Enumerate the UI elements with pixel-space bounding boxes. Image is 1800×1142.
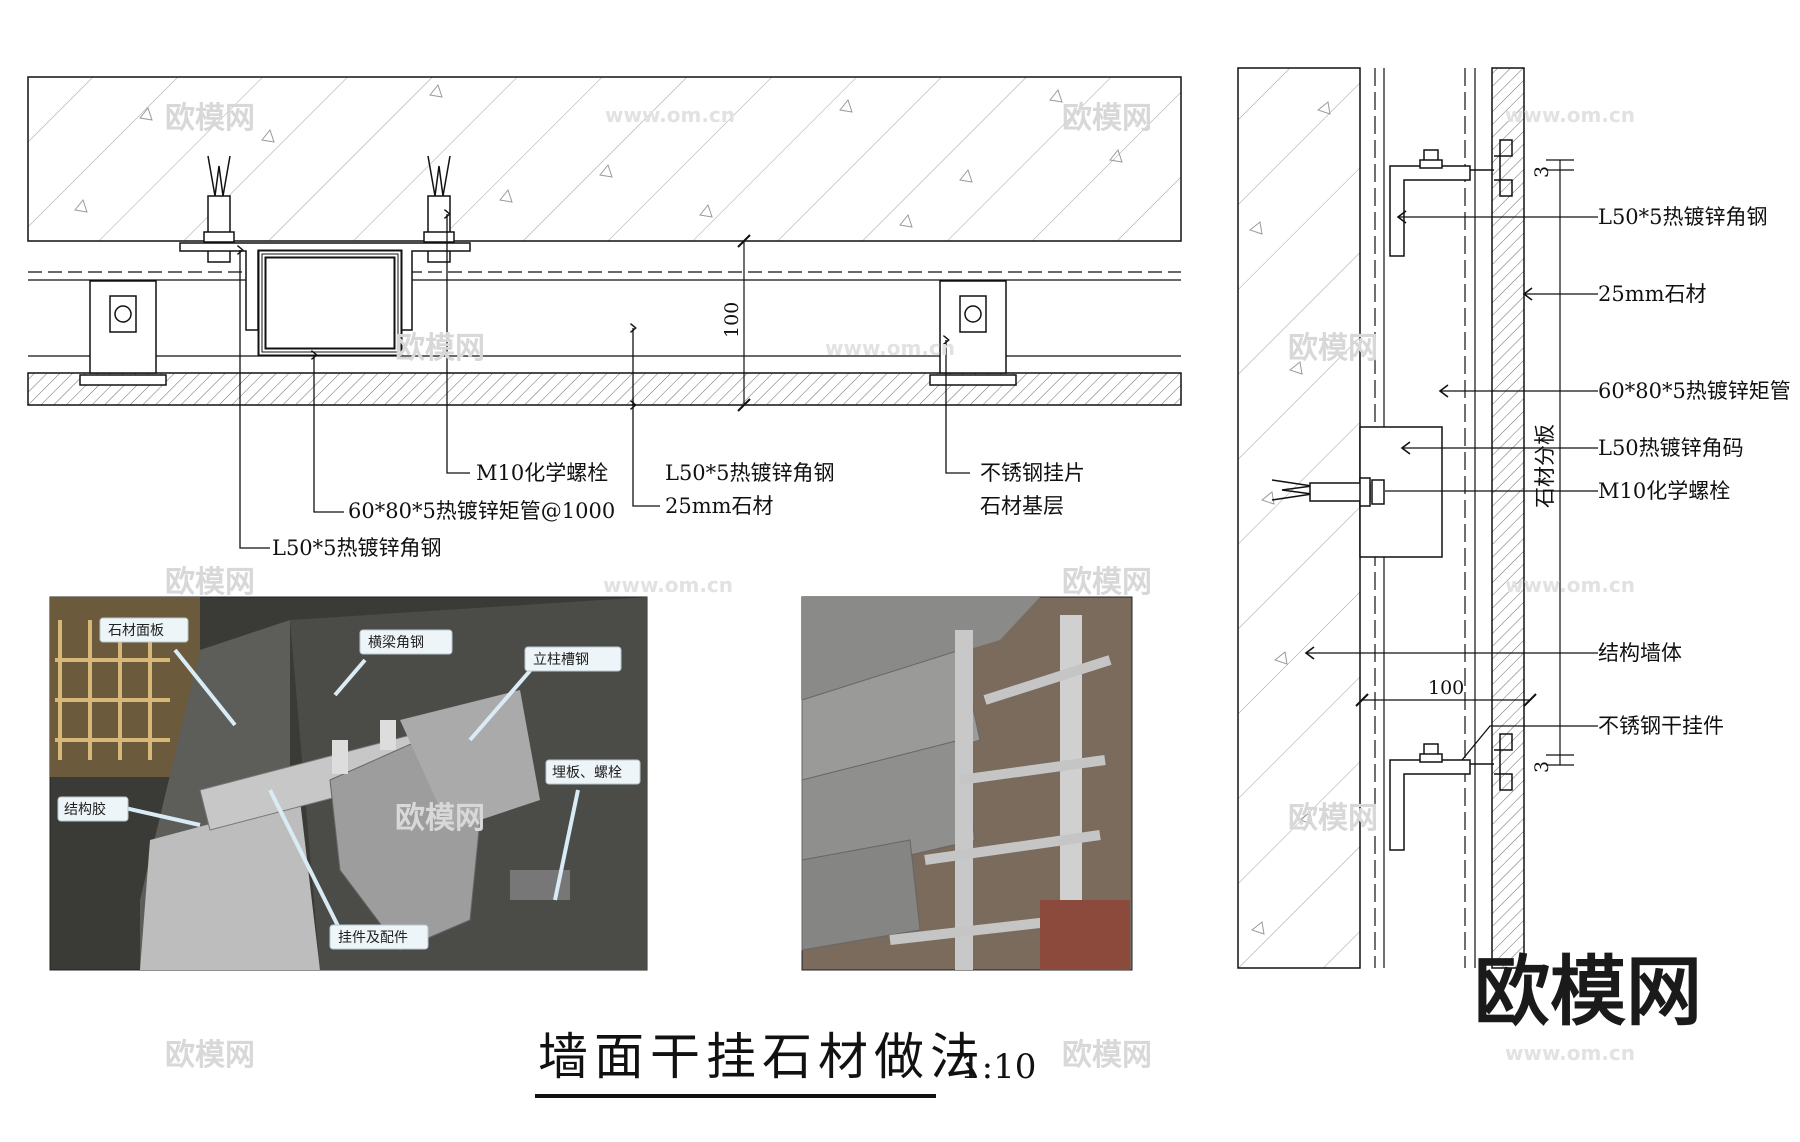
- anchor-bolt-left: [203, 155, 235, 263]
- plan-label-angle-mid: L50*5热镀锌角钢: [665, 461, 835, 485]
- svg-text:www.om.cn: www.om.cn: [1505, 103, 1635, 127]
- section-label-angle-code: L50热镀锌角码: [1598, 436, 1744, 460]
- drawing-scale: 1:10: [960, 1047, 1036, 1087]
- drawing-title-block: 墙面干挂石材做法 1:10: [535, 1028, 1036, 1098]
- section-label-m10-bolt: M10化学螺栓: [1598, 479, 1730, 503]
- photo-installation-detail: 石材面板 横梁角钢 立柱槽钢 埋板、螺栓 结构胶 挂件及配件: [49, 596, 648, 971]
- svg-text:欧模网: 欧模网: [1062, 565, 1152, 600]
- plan-label-stone-base: 石材基层: [980, 494, 1064, 518]
- section-label-tube: 60*80*5热镀锌矩管: [1598, 379, 1791, 403]
- photo-label-hanger-parts: 挂件及配件: [338, 930, 408, 946]
- plan-label-m10-bolt: M10化学螺栓: [476, 461, 608, 485]
- section-bracket-bottom: [1389, 733, 1513, 851]
- photo-label-beam-angle: 横梁角钢: [368, 635, 424, 651]
- photo-label-stone-panel: 石材面板: [108, 623, 164, 639]
- svg-text:欧模网: 欧模网: [165, 1038, 255, 1073]
- plan-label-ss-hanger: 不锈钢挂片: [980, 461, 1085, 485]
- section-label-angle-steel: L50*5热镀锌角钢: [1598, 205, 1768, 229]
- plan-view: 100 M10化学螺栓 60*80*5热镀锌矩管@1000 L50*5热镀锌角钢…: [27, 76, 1182, 560]
- svg-text:欧模网: 欧模网: [1062, 1038, 1152, 1073]
- plan-label-stone: 25mm石材: [665, 494, 774, 518]
- photo-label-struct-glue: 结构胶: [64, 801, 106, 818]
- svg-text:欧模网: 欧模网: [1062, 101, 1152, 136]
- photo-label-embed-bolt: 埋板、螺栓: [552, 765, 622, 781]
- aggregate-marks: [74, 83, 1123, 228]
- brand-logo: 欧模网: [1474, 947, 1702, 1036]
- section-stone: [1491, 67, 1525, 969]
- photo-site-installation: [801, 596, 1133, 971]
- stone-bracket-left: [79, 280, 167, 386]
- svg-text:欧模网: 欧模网: [1288, 801, 1378, 836]
- section-label-stone: 25mm石材: [1598, 282, 1707, 306]
- section-dim-3-bottom: 3: [1531, 761, 1553, 773]
- section-label-stone-joint: 石材分板: [1533, 424, 1557, 508]
- photo-label-column-channel: 立柱槽钢: [533, 652, 589, 668]
- svg-text:www.om.cn: www.om.cn: [1505, 1041, 1635, 1065]
- svg-text:欧模网: 欧模网: [395, 801, 485, 836]
- section-dim-3-top: 3: [1531, 166, 1553, 178]
- svg-text:欧模网: 欧模网: [165, 101, 255, 136]
- svg-text:www.om.cn: www.om.cn: [605, 103, 735, 127]
- plan-label-tube: 60*80*5热镀锌矩管@1000: [348, 499, 615, 523]
- stone-bracket-right: [929, 280, 1017, 386]
- svg-text:www.om.cn: www.om.cn: [825, 336, 955, 360]
- plan-dim-100: 100: [721, 302, 743, 338]
- section-dim-100: 100: [1428, 677, 1464, 699]
- section-bracket-top: [1389, 139, 1513, 257]
- drawing-title: 墙面干挂石材做法: [538, 1028, 986, 1086]
- svg-text:欧模网: 欧模网: [395, 331, 485, 366]
- section-label-ss-hanger: 不锈钢干挂件: [1598, 714, 1724, 738]
- section-wall: [1237, 67, 1361, 969]
- section-view: 3 3 石材分板 100 L50*5热镀锌角钢 25mm石材 60*80*5热镀…: [1237, 67, 1791, 969]
- section-label-struct-wall: 结构墙体: [1598, 641, 1682, 665]
- anchor-bolt-right: [423, 155, 455, 263]
- svg-text:欧模网: 欧模网: [165, 565, 255, 600]
- svg-text:www.om.cn: www.om.cn: [1505, 573, 1635, 597]
- rect-tube: [257, 249, 403, 357]
- plan-label-angle-bottom: L50*5热镀锌角钢: [272, 536, 442, 560]
- svg-text:www.om.cn: www.om.cn: [603, 573, 733, 597]
- section-anchor-bolt: [1271, 477, 1385, 507]
- svg-text:欧模网: 欧模网: [1288, 331, 1378, 366]
- watermarks: 欧模网 www.om.cn 欧模网 www.om.cn 欧模网 www.om.c…: [165, 101, 1635, 1073]
